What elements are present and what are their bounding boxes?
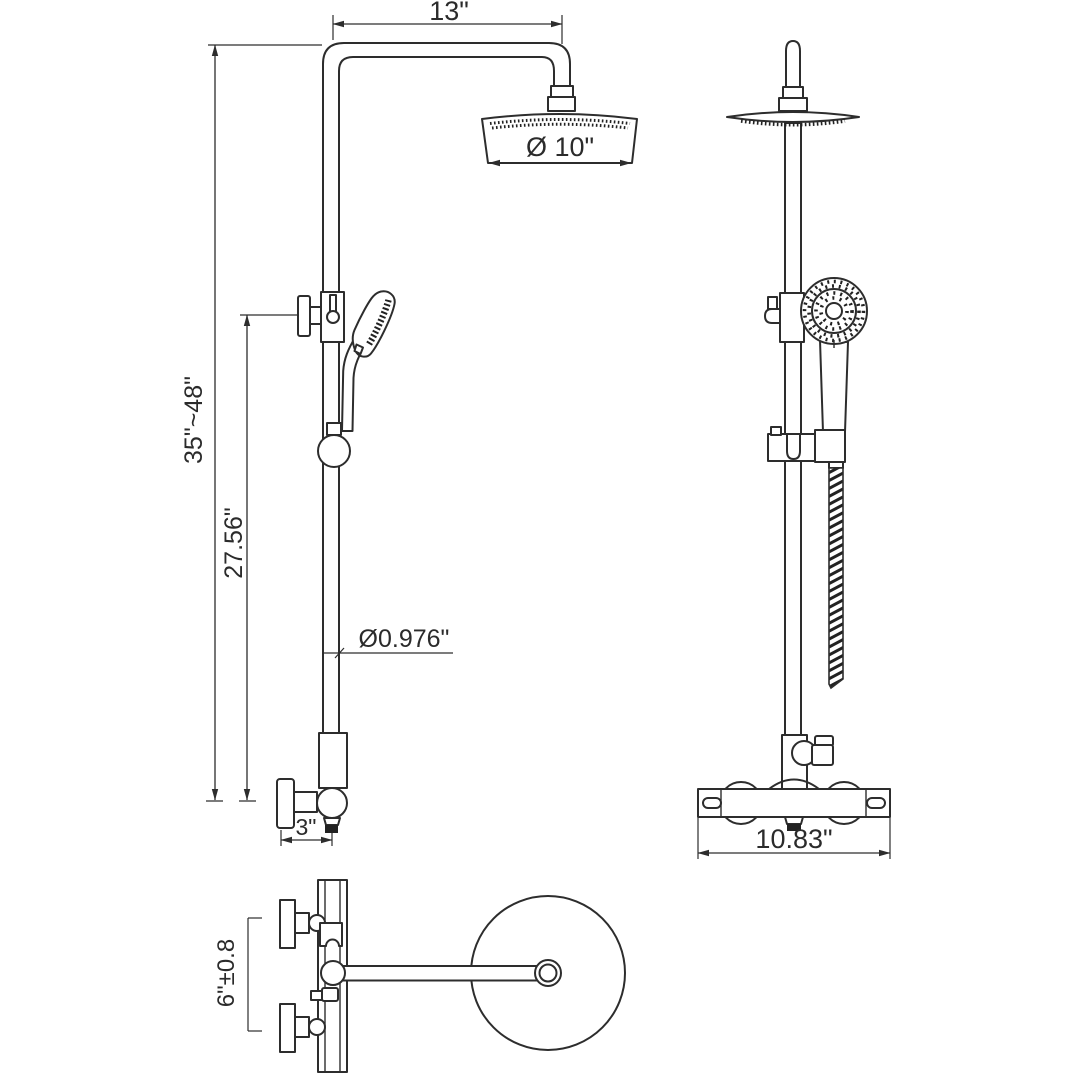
diverter-lever bbox=[811, 744, 834, 766]
bracket-tab-front bbox=[767, 296, 778, 310]
bracket-knob-plate bbox=[297, 295, 311, 337]
slider-block-front bbox=[767, 433, 816, 462]
side-view: Ø 10" Ø0.976" 13" bbox=[180, 0, 638, 846]
handle-plate-lower bbox=[279, 1003, 296, 1053]
head-connector-block bbox=[547, 96, 576, 112]
dimension-height-range: 35"~48" bbox=[180, 376, 208, 464]
riser-pipe-top bbox=[320, 960, 346, 986]
pipe-sleeve bbox=[318, 732, 348, 789]
pipe-diameter-tick bbox=[334, 647, 345, 659]
handle-clamp-front bbox=[814, 429, 846, 463]
hand-shower-center-hole bbox=[825, 302, 843, 320]
dimension-handle-spacing: 6"±0.8 bbox=[213, 939, 240, 1007]
ball-joint bbox=[316, 787, 348, 819]
slide-bracket-slot bbox=[329, 294, 337, 313]
spray-nozzle-band-2 bbox=[491, 122, 629, 130]
rain-shower-head-front bbox=[726, 111, 860, 123]
slider-tab bbox=[326, 422, 342, 436]
nozzle-ring-inner-1 bbox=[814, 291, 854, 331]
shower-hose bbox=[828, 467, 844, 690]
outlet-neck bbox=[323, 817, 341, 826]
slide-bracket-front bbox=[779, 292, 805, 343]
handle-stem-lower bbox=[294, 1016, 310, 1038]
spray-nozzle-band bbox=[489, 118, 631, 125]
wall-flange bbox=[276, 778, 295, 829]
valve-slot-right bbox=[866, 797, 886, 809]
valve-outlet-tip bbox=[787, 824, 801, 831]
front-view: 10.83" bbox=[697, 40, 891, 859]
dimension-pipe-diameter: Ø0.976" bbox=[359, 625, 450, 653]
slide-bracket-hole bbox=[326, 310, 340, 324]
hose-connector bbox=[828, 461, 844, 469]
nozzle-ring-outer-2 bbox=[807, 284, 861, 338]
flange-stem bbox=[293, 791, 318, 813]
riser-pipe-front bbox=[784, 122, 802, 738]
slider-tab-front bbox=[770, 426, 782, 436]
shower-arm-top bbox=[335, 965, 549, 982]
threaded-outlet-tip bbox=[325, 825, 338, 833]
valve-slot-left bbox=[702, 797, 722, 809]
hand-shower-face-ring bbox=[811, 288, 857, 334]
top-view: 6"±0.8 bbox=[213, 879, 626, 1073]
slider-knob bbox=[317, 434, 351, 468]
hand-shower-tip bbox=[353, 343, 364, 355]
handle-plate-upper bbox=[279, 899, 296, 949]
dimension-outlet-offset: 3" bbox=[296, 814, 317, 840]
dimension-arm-length: 13" bbox=[429, 0, 469, 26]
head-collar-nut bbox=[550, 85, 574, 98]
latch-pin-top-view bbox=[310, 990, 323, 1001]
handle-cap-lower bbox=[308, 1018, 326, 1036]
head-connector-top-inner bbox=[538, 963, 558, 983]
bracket-knob-front bbox=[764, 308, 781, 324]
handle-stem-upper bbox=[294, 912, 310, 934]
valve-pipe-boss bbox=[768, 778, 820, 790]
head-block-front bbox=[778, 97, 808, 112]
hand-shower-holder-top bbox=[319, 922, 343, 947]
bracket-knob-stem bbox=[309, 306, 322, 325]
head-collar-front bbox=[782, 86, 804, 99]
hand-shower-handle-front bbox=[819, 339, 849, 433]
rail-end-in-slider bbox=[786, 433, 801, 460]
dimension-valve-width: 10.83" bbox=[755, 824, 832, 854]
latch-top-view bbox=[321, 987, 339, 1002]
dimension-head-diameter: Ø 10" bbox=[526, 132, 594, 162]
head-nozzle-band-front bbox=[740, 119, 846, 127]
valve-outlet-neck bbox=[784, 816, 804, 825]
valve-body bbox=[697, 788, 891, 818]
arm-top-front bbox=[785, 40, 801, 88]
nozzle-ring-inner-2 bbox=[819, 296, 849, 326]
dimension-riser-height: 27.56" bbox=[220, 507, 248, 578]
hand-shower-face-band bbox=[365, 299, 392, 347]
